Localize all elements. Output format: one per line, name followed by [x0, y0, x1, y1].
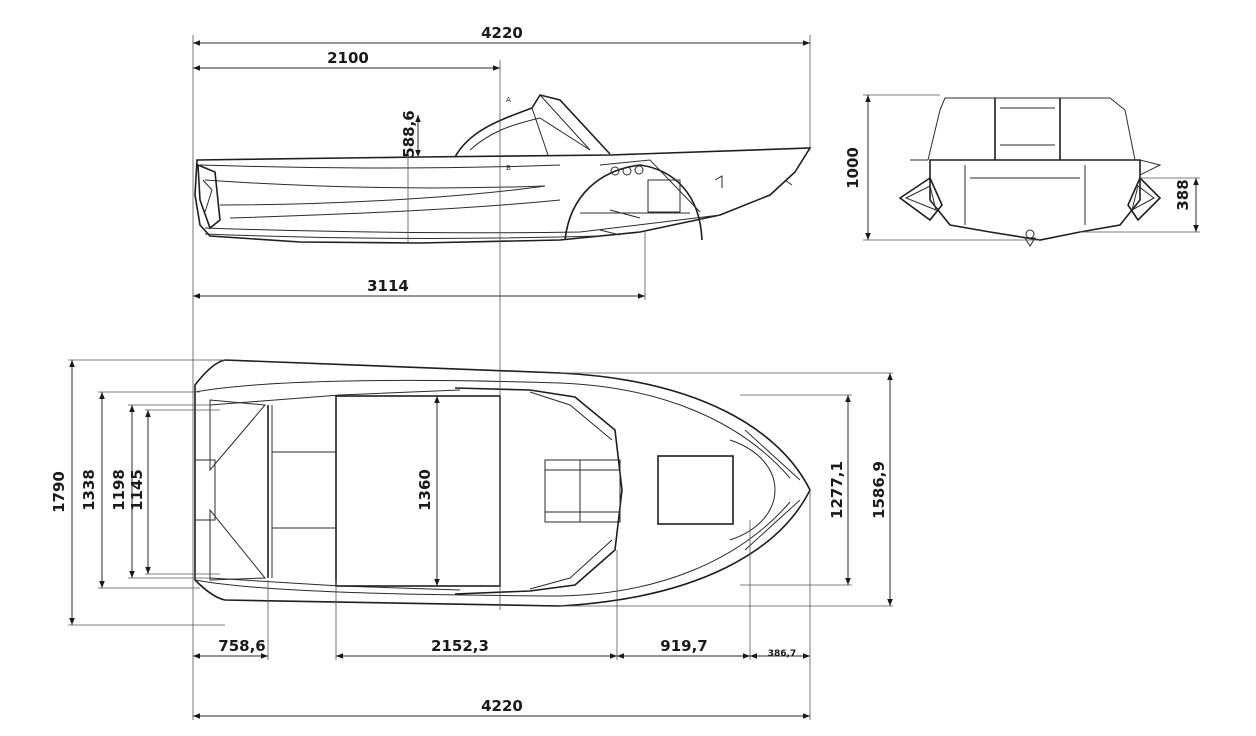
- dim-bow-width-1586: 1586,9: [870, 461, 888, 519]
- dim-transom-height: 388: [1174, 179, 1192, 210]
- dim-width-1198: 1198: [110, 469, 128, 511]
- rear-view: [898, 97, 1162, 247]
- dim-width-1338: 1338: [80, 469, 98, 511]
- console-cutaway: [564, 164, 703, 241]
- dim-to-section-a: 2100: [327, 49, 369, 67]
- dim-rear-height: 1000: [844, 147, 862, 189]
- extension-lines: [68, 35, 1200, 720]
- dim-width-1145: 1145: [128, 469, 146, 511]
- bow-hatch: [657, 455, 734, 525]
- top-view: [194, 359, 811, 607]
- dim-bow-tip: 386,7: [768, 649, 796, 659]
- dim-overall-length-bottom: 4220: [481, 697, 523, 715]
- hull-profile: [194, 147, 812, 244]
- dim-stern-section: 758,6: [218, 637, 265, 655]
- dim-overall-length-top: 4220: [481, 24, 523, 42]
- dim-windshield-height: 588,6: [400, 110, 418, 157]
- deck-outline: [194, 359, 811, 607]
- dim-cockpit-length: 2152,3: [431, 637, 489, 655]
- section-label-a: A: [506, 96, 511, 104]
- dim-console-section: 919,7: [660, 637, 707, 655]
- dim-overall-beam: 1790: [50, 471, 68, 513]
- dim-cockpit-width: 1360: [416, 469, 434, 511]
- dim-to-console: 3114: [367, 277, 409, 295]
- windshield-frame: [454, 387, 623, 595]
- dimension-lines: [69, 40, 1199, 719]
- transom-outline: [929, 159, 1141, 241]
- side-view: A B: [194, 94, 812, 244]
- section-label-b: B: [506, 164, 511, 172]
- dim-bow-width-1277: 1277,1: [828, 461, 846, 519]
